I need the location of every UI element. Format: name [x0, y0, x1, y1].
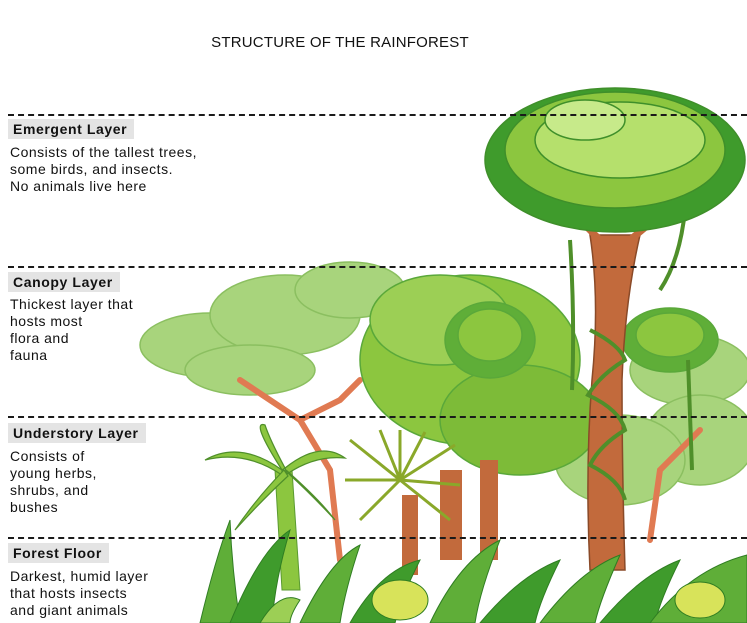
emergent-layer-label: Emergent Layer: [8, 119, 134, 139]
canopy-layer-label: Canopy Layer: [8, 272, 120, 292]
forest-floor-description: Darkest, humid layer that hosts insects …: [10, 568, 148, 619]
divider-canopy: [8, 266, 747, 268]
divider-understory: [8, 416, 747, 418]
divider-emergent: [8, 114, 747, 116]
emergent-canopy: [485, 88, 745, 232]
understory-layer-label: Understory Layer: [8, 423, 146, 443]
middle-trunks: [440, 460, 498, 560]
emergent-layer-description: Consists of the tallest trees, some bird…: [10, 144, 197, 195]
divider-forest-floor: [8, 537, 747, 539]
emergent-trunk: [588, 235, 640, 570]
understory-layer-description: Consists of young herbs, shrubs, and bus…: [10, 448, 97, 516]
canopy-layer-description: Thickest layer that hosts most flora and…: [10, 296, 133, 364]
forest-floor-label: Forest Floor: [8, 543, 109, 563]
